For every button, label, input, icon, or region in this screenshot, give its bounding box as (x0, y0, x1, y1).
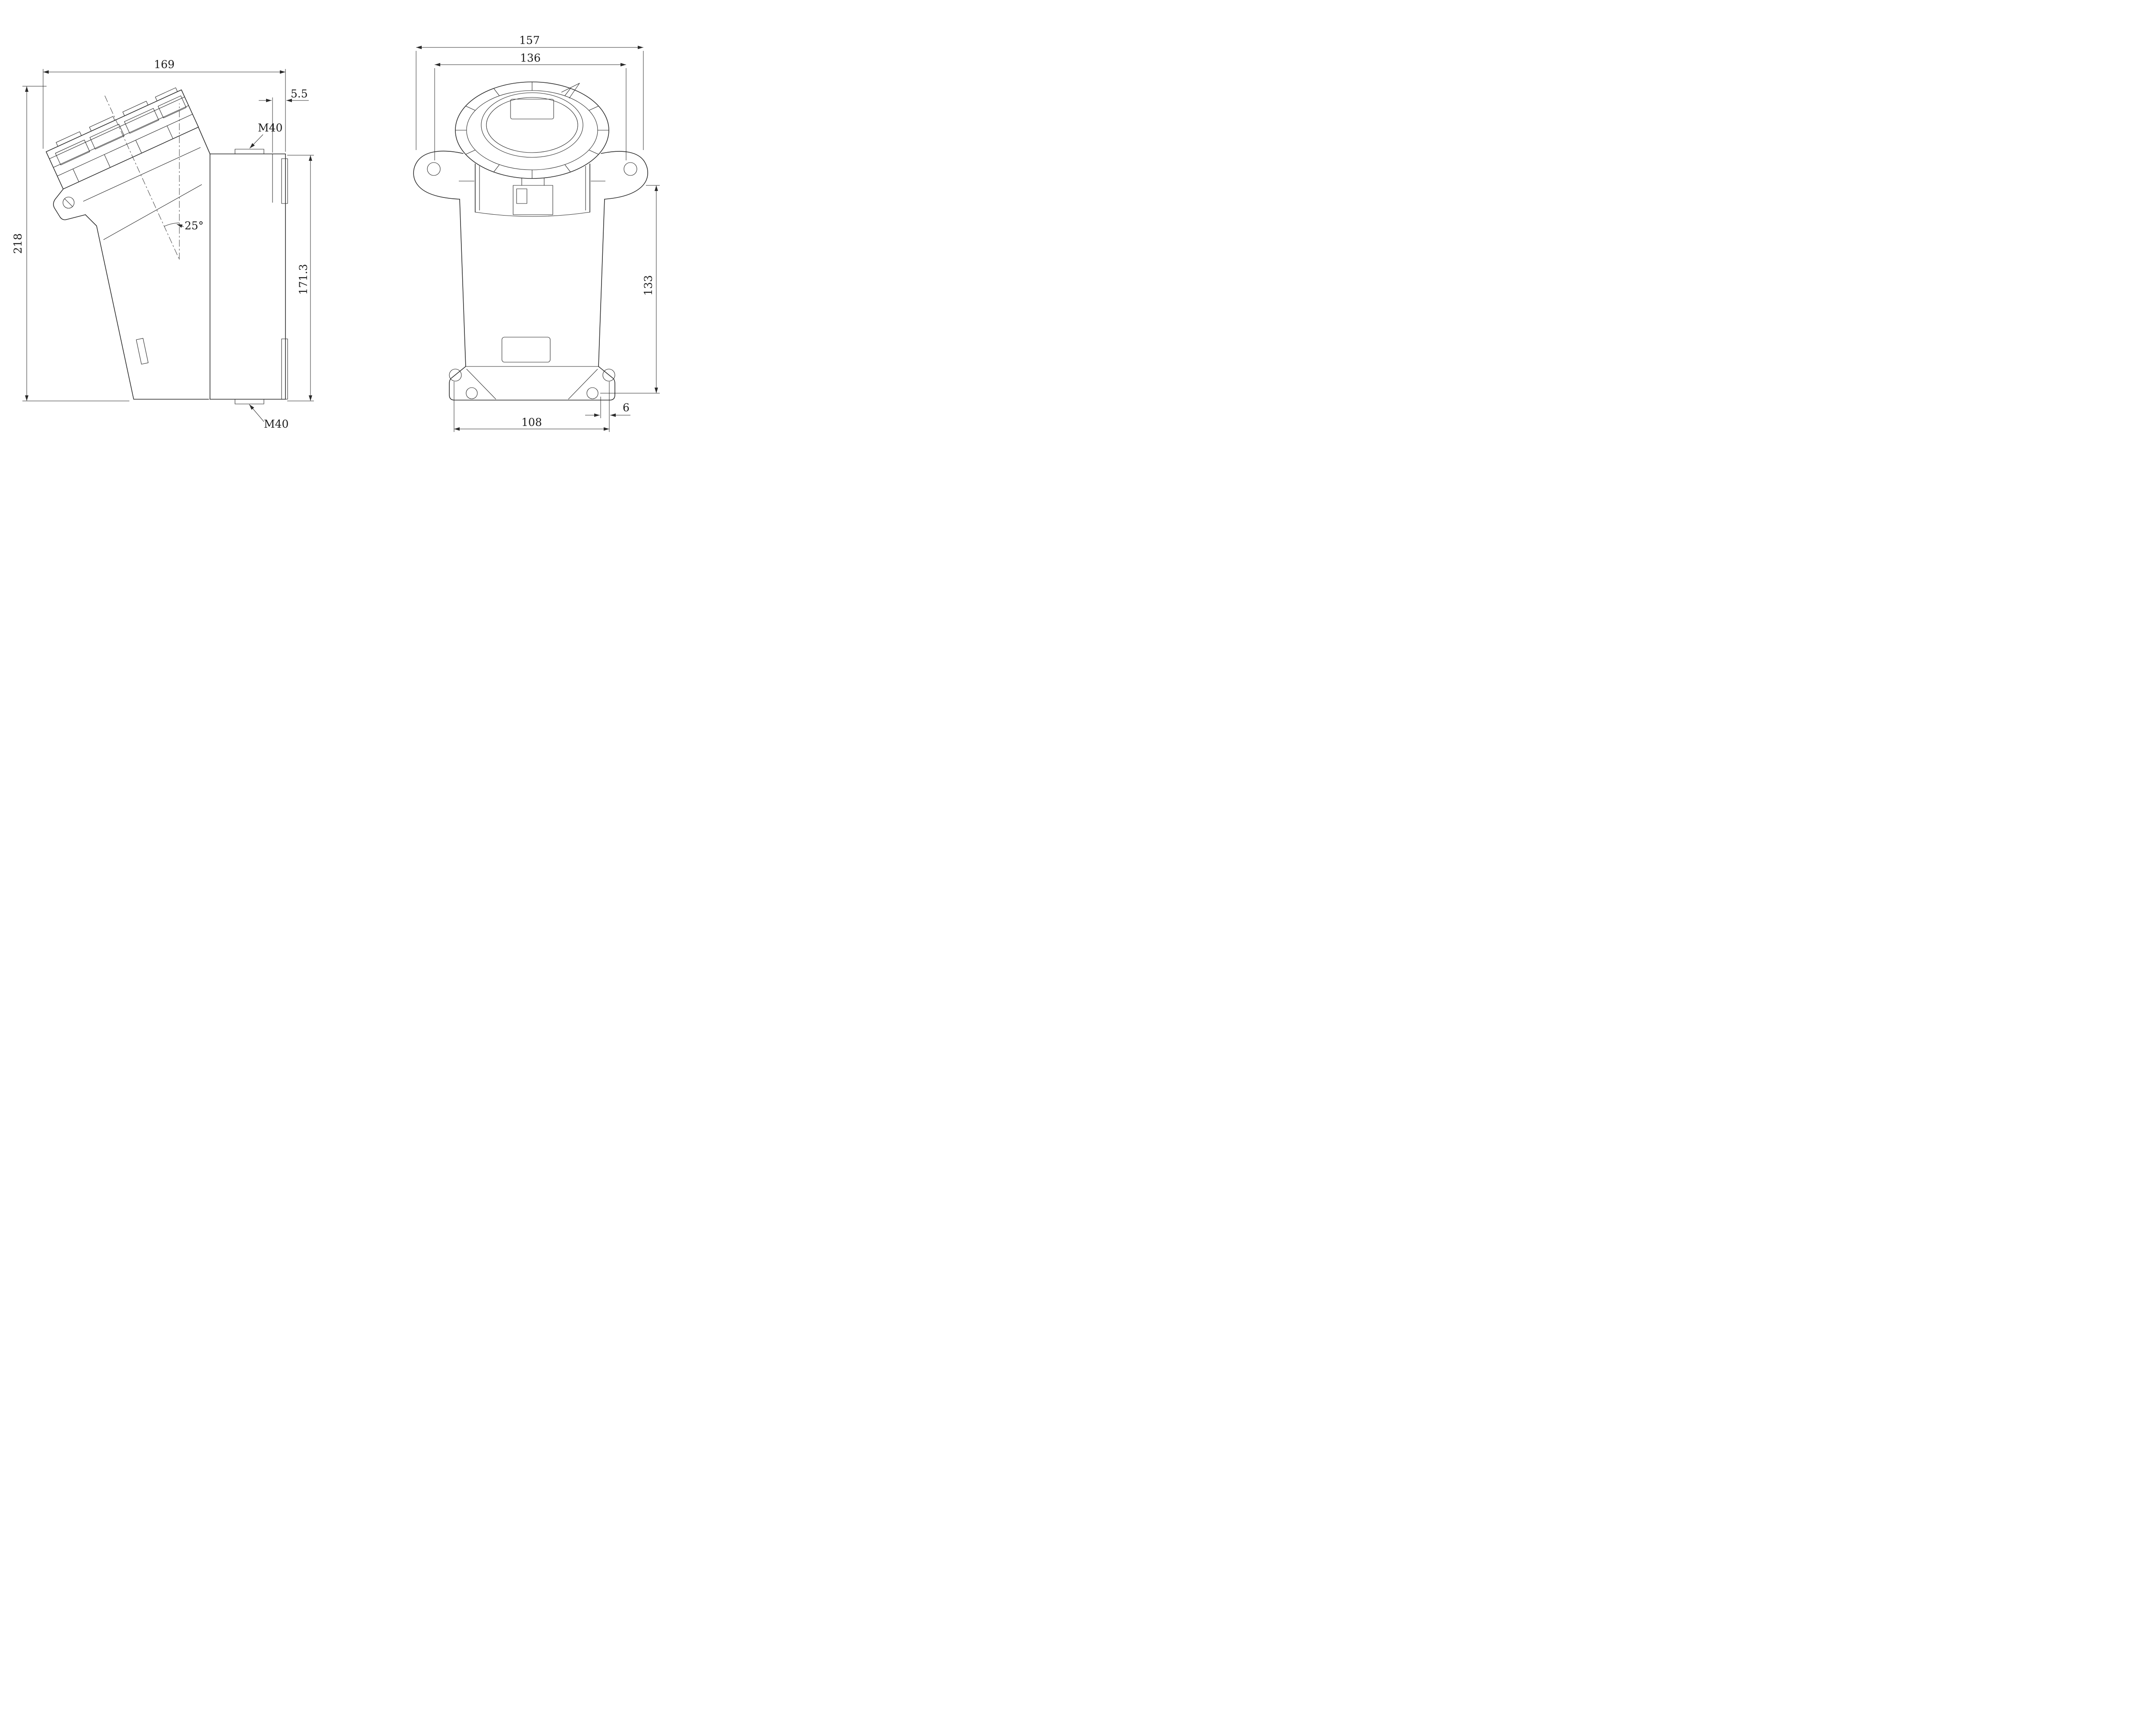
dim-offset: 5.5 (291, 88, 308, 100)
hinge-ear (53, 188, 86, 220)
flange-hole-lower-left (466, 387, 478, 399)
side-dimensions: 169 218 5.5 M40 171.3 M40 (12, 58, 314, 430)
dim-height: 218 (12, 233, 24, 254)
mount-clip-top (281, 158, 288, 204)
body-label-window (501, 337, 551, 363)
drawing-sheet: 25° 169 218 5.5 M40 171.3 (0, 0, 673, 476)
body-clip (136, 338, 149, 365)
angle-label: 25° (185, 219, 204, 232)
dim-overall-width: 157 (519, 34, 540, 47)
socket-body-side (83, 127, 210, 400)
socket-body-front (449, 199, 615, 401)
side-view: 25° 169 218 5.5 M40 171.3 (12, 58, 314, 430)
wall-box-side (210, 149, 288, 404)
left-ear-hole (427, 162, 441, 176)
dim-inner-width: 136 (520, 52, 541, 64)
front-view: 157 136 133 108 6 (413, 34, 660, 432)
collar (475, 163, 590, 217)
hinge-screw (63, 197, 75, 209)
dim-width: 169 (154, 58, 175, 71)
dim-body-height: 171.3 (297, 264, 310, 295)
knurl-lines (455, 82, 609, 178)
dim-height-front: 133 (642, 275, 655, 296)
flange-hole-upper-left (449, 369, 462, 382)
dim-edge-offset: 6 (623, 401, 630, 414)
dim-bottom-width: 108 (521, 416, 542, 429)
right-ear (601, 151, 649, 200)
latch (513, 185, 553, 215)
cable-entry-bottom (235, 399, 264, 404)
cable-entry-top (235, 149, 264, 154)
mounting-ears-top (413, 150, 649, 200)
angle-arc (164, 222, 180, 227)
screw-cap-side (46, 87, 199, 190)
flange-hole-upper-right (602, 369, 615, 382)
front-dimensions: 157 136 133 108 6 (416, 34, 660, 432)
axis-centerline (104, 95, 180, 260)
mount-clip-bottom (281, 338, 288, 400)
thread-label-top: M40 (258, 122, 282, 134)
cap-label-window (510, 99, 554, 119)
screw-cap-front (455, 81, 609, 179)
flange-hole-lower-right (586, 387, 599, 399)
cap-tab (561, 83, 580, 99)
right-ear-hole (624, 162, 637, 176)
centerlines: 25° (104, 95, 204, 260)
thread-label-bottom: M40 (264, 418, 288, 430)
bottom-flange (449, 366, 615, 401)
left-ear (413, 150, 464, 200)
technical-drawing: 25° 169 218 5.5 M40 171.3 (12, 34, 660, 432)
